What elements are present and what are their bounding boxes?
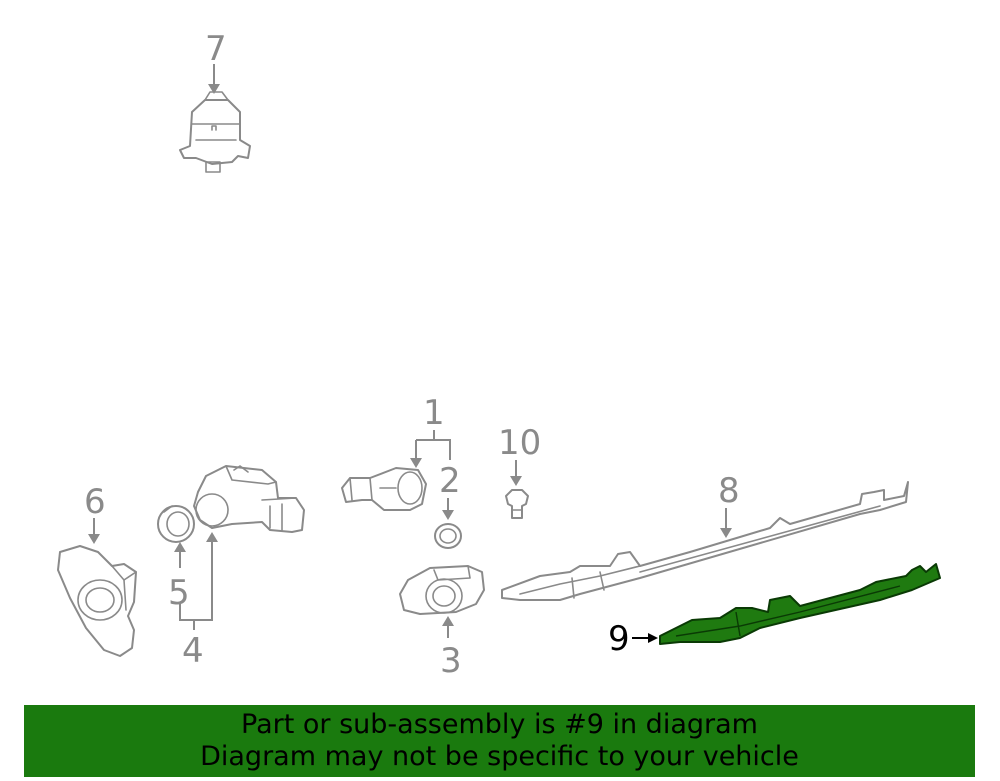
- callout-10: 10: [498, 423, 541, 486]
- callout-8: 8: [718, 471, 740, 538]
- callout-5-label: 5: [168, 573, 190, 613]
- callout-7-label: 7: [205, 29, 227, 69]
- callout-4-label: 4: [182, 631, 204, 671]
- part-6-bracket[interactable]: [57, 545, 137, 657]
- part-10-clip[interactable]: [505, 489, 529, 519]
- callout-8-label: 8: [718, 471, 740, 511]
- callout-1-label: 1: [423, 393, 445, 433]
- callout-7: 7: [205, 29, 227, 94]
- banner-line-1: Part or sub-assembly is #9 in diagram: [241, 709, 758, 740]
- callout-3-label: 3: [440, 641, 462, 681]
- part-1-sensor[interactable]: [341, 467, 427, 511]
- part-7-module[interactable]: [179, 91, 251, 173]
- part-4-sensor[interactable]: [193, 465, 305, 533]
- callout-9: 9: [608, 619, 658, 659]
- info-banner: Part or sub-assembly is #9 in diagram Di…: [24, 705, 975, 777]
- callout-5: 5: [168, 542, 190, 613]
- part-2-grommet[interactable]: [434, 523, 462, 549]
- callout-4: 4: [179, 532, 218, 671]
- callout-3: 3: [440, 616, 462, 681]
- callout-9-label: 9: [608, 619, 630, 659]
- callout-1: 1: [410, 393, 451, 468]
- callout-2: 2: [439, 461, 461, 520]
- callout-10-label: 10: [498, 423, 541, 463]
- part-9-bracket-highlighted[interactable]: [659, 563, 941, 645]
- callout-6-label: 6: [84, 482, 106, 522]
- callout-2-label: 2: [439, 461, 461, 501]
- part-3-holder[interactable]: [399, 565, 485, 615]
- part-5-ring[interactable]: [157, 505, 195, 543]
- part-8-bracket[interactable]: [501, 481, 909, 601]
- callout-6: 6: [84, 482, 106, 544]
- banner-line-2: Diagram may not be specific to your vehi…: [200, 741, 799, 772]
